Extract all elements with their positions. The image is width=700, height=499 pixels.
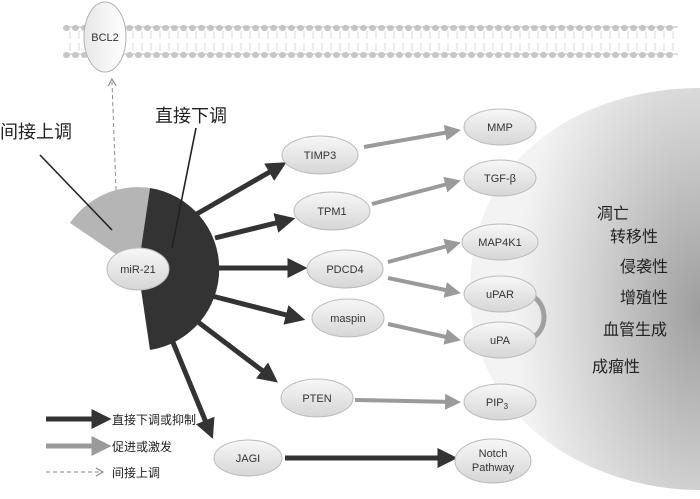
mir21-node: miR-21 xyxy=(106,247,170,291)
notch-label-line2: Pathway xyxy=(472,462,515,474)
pdcd4-label: PDCD4 xyxy=(326,264,363,276)
effector-notch: Notch Pathway xyxy=(454,438,532,484)
effector-pip3: PIP3 xyxy=(463,383,537,421)
mmp-label: MMP xyxy=(487,122,513,134)
pip3-label: PIP3 xyxy=(486,397,509,411)
target-tpm1: TPM1 xyxy=(293,191,371,231)
arrow-pdcd4-to-map4k1 xyxy=(387,238,461,264)
legend-indirect-label: 间接上调 xyxy=(112,465,160,480)
effector-mmp: MMP xyxy=(463,108,537,146)
target-timp3: TIMP3 xyxy=(281,135,359,175)
pip3-subscript: 3 xyxy=(504,402,509,411)
indirect-callout-line xyxy=(39,154,113,231)
effector-map4k1: MAP4K1 xyxy=(461,223,539,261)
pip3-base: PIP xyxy=(486,397,504,409)
effector-upa: uPA xyxy=(463,321,537,359)
upa-label: uPA xyxy=(490,335,511,347)
timp3-label: TIMP3 xyxy=(304,150,336,162)
outcome-metastasis: 转移性 xyxy=(610,227,658,246)
target-jagi: JAGI xyxy=(213,439,283,477)
legend-promote-label: 促进或激发 xyxy=(112,439,172,454)
direct-down-annotation: 直接下调 xyxy=(155,106,227,127)
arrow-pten-to-pip3 xyxy=(354,393,461,410)
arrow-timp3-to-mmp xyxy=(363,124,461,149)
upar-label: uPAR xyxy=(486,289,514,301)
target-maspin: maspin xyxy=(311,298,385,338)
jagi-label: JAGI xyxy=(236,453,260,465)
outcome-angiogenesis: 血管生成 xyxy=(603,320,667,339)
pten-label: PTEN xyxy=(302,393,331,405)
map4k1-label: MAP4K1 xyxy=(478,237,521,249)
bcl2-node: BCL2 xyxy=(83,1,127,73)
effector-tgf: TGF-β xyxy=(463,159,537,197)
outcome-proliferation: 增殖性 xyxy=(620,288,668,307)
arrow-to-maspin xyxy=(211,293,306,325)
outcome-invasion: 侵袭性 xyxy=(620,257,668,276)
notch-label-line1: Notch xyxy=(479,448,508,460)
target-pdcd4: PDCD4 xyxy=(306,249,384,289)
arrow-pdcd4-to-upar xyxy=(387,276,461,298)
legend-direct-label: 直接下调或抑制 xyxy=(112,412,196,427)
outcome-tumorigenicity: 成瘤性 xyxy=(592,357,640,376)
wedge-direct-segment xyxy=(138,188,220,350)
direct-arrows xyxy=(169,162,458,468)
arrow-to-tpm1 xyxy=(214,213,296,241)
mir21-label: miR-21 xyxy=(120,264,155,276)
cell-membrane xyxy=(62,22,681,60)
arrow-to-timp3 xyxy=(193,162,287,218)
tpm1-label: TPM1 xyxy=(317,206,346,218)
bcl2-label: BCL2 xyxy=(91,32,119,44)
maspin-label: maspin xyxy=(330,313,365,325)
direct-callout-line xyxy=(171,127,197,249)
arrow-to-pten xyxy=(196,320,278,383)
target-pten: PTEN xyxy=(280,378,354,418)
tgf-label: TGF-β xyxy=(484,173,516,185)
outcome-apoptosis: 凋亡 xyxy=(597,204,629,223)
indirect-arrow-bcl2 xyxy=(107,77,117,191)
legend: 直接下调或抑制 促进或激发 间接上调 xyxy=(46,409,196,480)
promote-arrows xyxy=(354,124,461,410)
effector-upar: uPAR xyxy=(463,275,537,313)
arrow-maspin-to-upa xyxy=(387,322,461,345)
upar-upa-bracket xyxy=(530,293,547,341)
indirect-up-annotation: 间接上调 xyxy=(0,122,72,143)
arrow-tpm1-to-tgf xyxy=(371,176,461,206)
arrow-to-jagi xyxy=(169,339,215,439)
